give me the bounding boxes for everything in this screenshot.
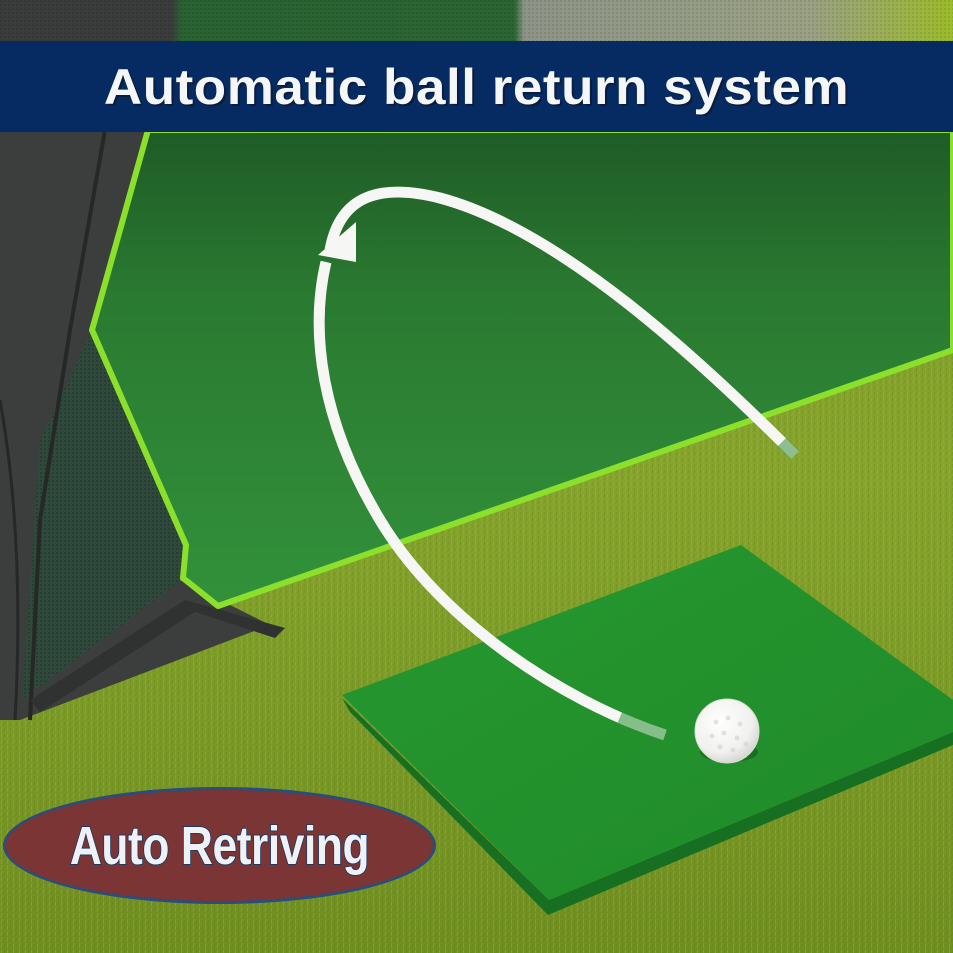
net-frame-pole: [28, 129, 107, 721]
net-top-mesh: [0, 0, 953, 45]
hitting-mat-edge: [342, 698, 953, 915]
auto-retrieving-badge: Auto Retriving: [3, 787, 436, 904]
net-frame-edge: [0, 399, 20, 721]
title-banner: Automatic ball return system: [0, 41, 953, 132]
golf-ball-dimples: [709, 715, 749, 753]
net-ground-strap: [30, 600, 285, 712]
curved-arrow-icon: [318, 222, 356, 262]
golf-ball-icon: [694, 698, 760, 764]
return-arrow-lower: [313, 260, 667, 741]
return-arrow-upper: [324, 186, 799, 459]
badge-label: Auto Retriving: [69, 815, 370, 877]
return-arrow-fade: [777, 437, 800, 460]
return-arrow-tail-fade: [617, 711, 670, 742]
net-side-mesh: [22, 330, 185, 700]
banner-title: Automatic ball return system: [103, 58, 850, 115]
return-ramp: [89, 127, 953, 609]
